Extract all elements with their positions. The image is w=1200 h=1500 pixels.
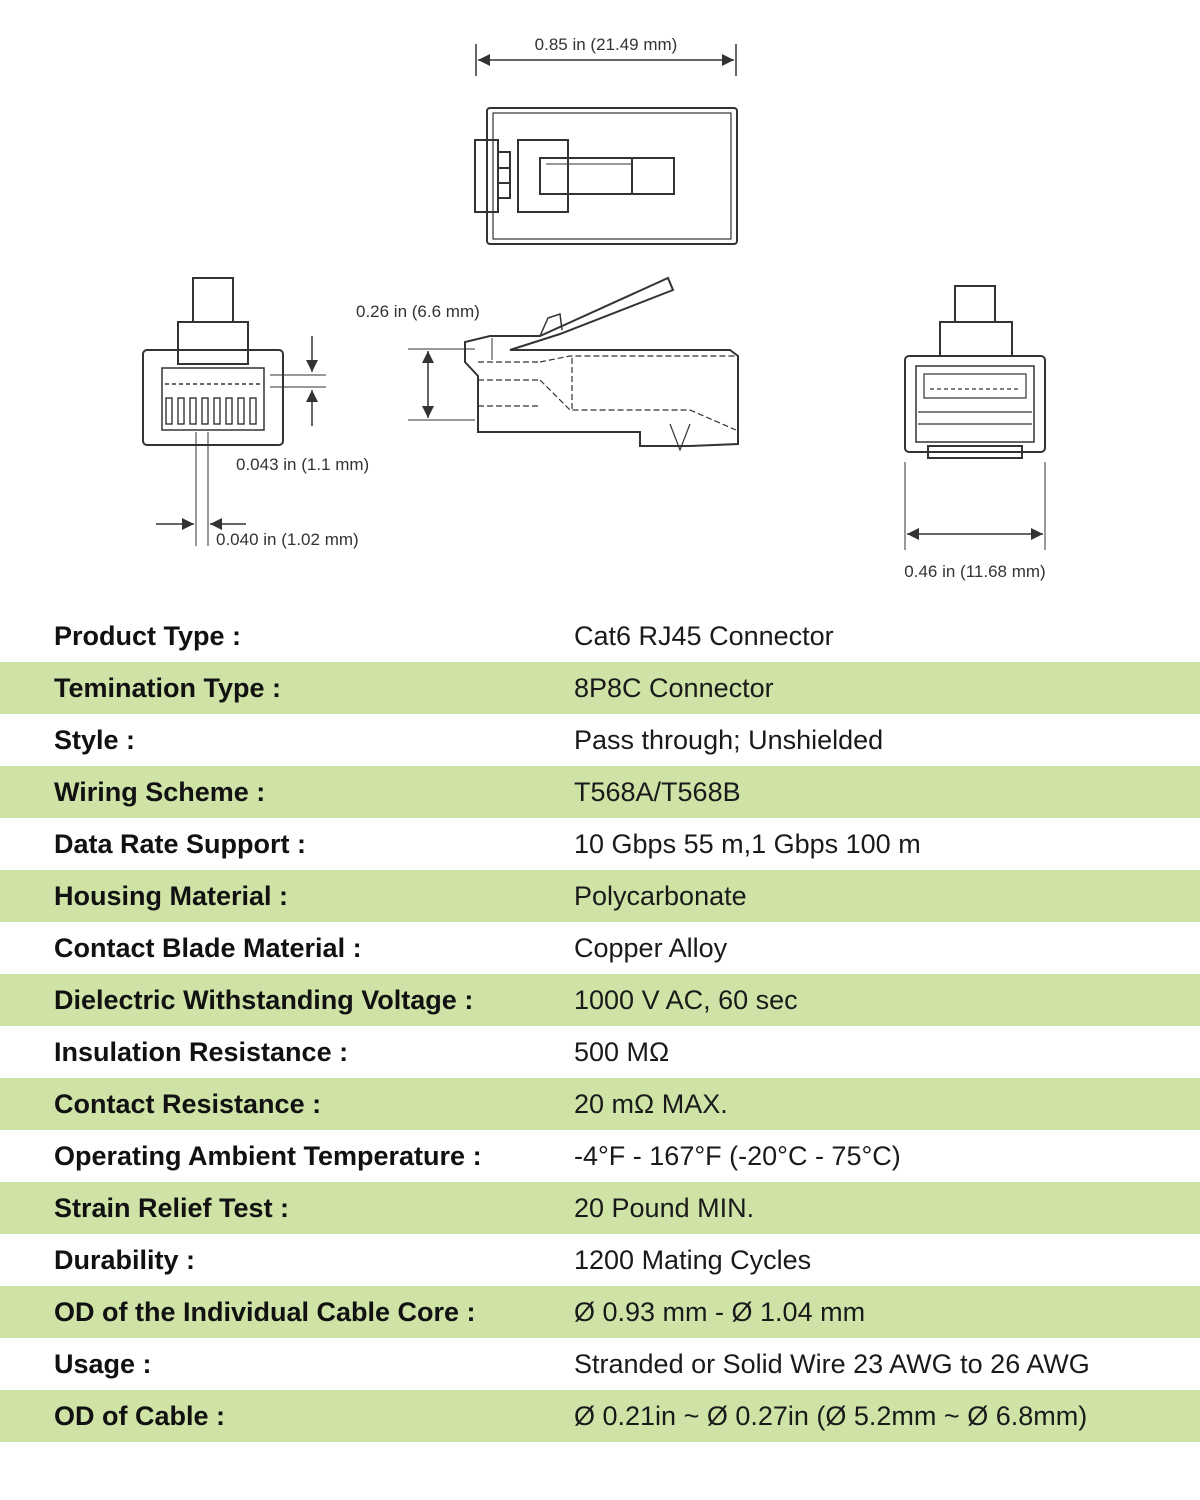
spec-label: OD of Cable :: [0, 1390, 564, 1442]
spec-row: Contact Resistance :20 mΩ MAX.: [0, 1078, 1200, 1130]
spec-row: Style : Pass through; Unshielded: [0, 714, 1200, 766]
spec-value: 8P8C Connector: [564, 662, 1200, 714]
spec-label: Contact Blade Material :: [54, 932, 362, 963]
spec-value: Stranded or Solid Wire 23 AWG to 26 AWG: [574, 1348, 1090, 1379]
spec-row: Housing Material :Polycarbonate: [0, 870, 1200, 922]
dim-height-side: 0.26 in (6.6 mm): [356, 302, 480, 321]
dim-width-rear: 0.46 in (11.68 mm): [904, 562, 1045, 581]
front-view: 0.043 in (1.1 mm) 0.040 in (1.02 mm): [142, 277, 369, 549]
spec-row: OD of Cable :Ø 0.21in ~ Ø 0.27in (Ø 5.2m…: [0, 1390, 1200, 1442]
spec-row: Strain Relief Test :20 Pound MIN.: [0, 1182, 1200, 1234]
spec-value: T568A/T568B: [564, 766, 1200, 818]
spec-row: Durability : 1200 Mating Cycles: [0, 1234, 1200, 1286]
spec-row: Usage : Stranded or Solid Wire 23 AWG to …: [0, 1338, 1200, 1390]
spec-row: Insulation Resistance : 500 MΩ: [0, 1026, 1200, 1078]
spec-label: Insulation Resistance :: [54, 1036, 349, 1067]
spec-value: -4°F - 167°F (-20°C - 75°C): [574, 1140, 901, 1171]
spec-label: Housing Material :: [0, 870, 564, 922]
spec-label: Durability :: [54, 1244, 196, 1275]
spec-label: Wiring Scheme :: [0, 766, 564, 818]
spec-label: OD of the Individual Cable Core :: [0, 1286, 564, 1338]
spec-value: 1000 V AC, 60 sec: [564, 974, 1200, 1026]
spec-row: Wiring Scheme :T568A/T568B: [0, 766, 1200, 818]
spec-value: 500 MΩ: [574, 1036, 670, 1067]
spec-value: Copper Alloy: [574, 932, 728, 963]
connector-dimension-drawing: 0.85 in (21.49 mm) 0.043: [0, 0, 1200, 605]
spec-value: Ø 0.93 mm - Ø 1.04 mm: [564, 1286, 1200, 1338]
spec-row: Temination Type :8P8C Connector: [0, 662, 1200, 714]
spec-value: Pass through; Unshielded: [574, 724, 884, 755]
spec-label: Usage :: [54, 1348, 152, 1379]
spec-row: Dielectric Withstanding Voltage :1000 V …: [0, 974, 1200, 1026]
side-view: 0.26 in (6.6 mm): [356, 276, 739, 452]
spec-label: Operating Ambient Temperature :: [54, 1140, 482, 1171]
spec-row: Operating Ambient Temperature : -4°F - 16…: [0, 1130, 1200, 1182]
spec-value: 20 Pound MIN.: [564, 1182, 1200, 1234]
spec-label: Dielectric Withstanding Voltage :: [0, 974, 564, 1026]
spec-label: Temination Type :: [0, 662, 564, 714]
rear-view: 0.46 in (11.68 mm): [904, 285, 1046, 581]
spec-row: Data Rate Support : 10 Gbps 55 m,1 Gbps 1…: [0, 818, 1200, 870]
top-view: 0.85 in (21.49 mm): [474, 35, 738, 245]
spec-label: Strain Relief Test :: [0, 1182, 564, 1234]
spec-value: Polycarbonate: [564, 870, 1200, 922]
spec-row: OD of the Individual Cable Core :Ø 0.93 …: [0, 1286, 1200, 1338]
spec-value: 10 Gbps 55 m,1 Gbps 100 m: [574, 828, 921, 859]
spec-label: Style :: [54, 724, 136, 755]
dim-contact-pitch: 0.040 in (1.02 mm): [216, 530, 359, 549]
specification-table: Product Type : Cat6 RJ45 Connector Temina…: [0, 610, 1200, 1442]
spec-value: 1200 Mating Cycles: [574, 1244, 812, 1275]
spec-label: Data Rate Support :: [54, 828, 307, 859]
spec-label: Contact Resistance :: [0, 1078, 564, 1130]
spec-row: Product Type : Cat6 RJ45 Connector: [0, 610, 1200, 662]
spec-label: Product Type :: [54, 620, 242, 651]
spec-value: 20 mΩ MAX.: [564, 1078, 1200, 1130]
dim-width-top: 0.85 in (21.49 mm): [535, 35, 678, 54]
spec-row: Contact Blade Material : Copper Alloy: [0, 922, 1200, 974]
spec-value: Cat6 RJ45 Connector: [574, 620, 834, 651]
dim-contact-gap: 0.043 in (1.1 mm): [236, 455, 369, 474]
spec-value: Ø 0.21in ~ Ø 0.27in (Ø 5.2mm ~ Ø 6.8mm): [564, 1390, 1200, 1442]
